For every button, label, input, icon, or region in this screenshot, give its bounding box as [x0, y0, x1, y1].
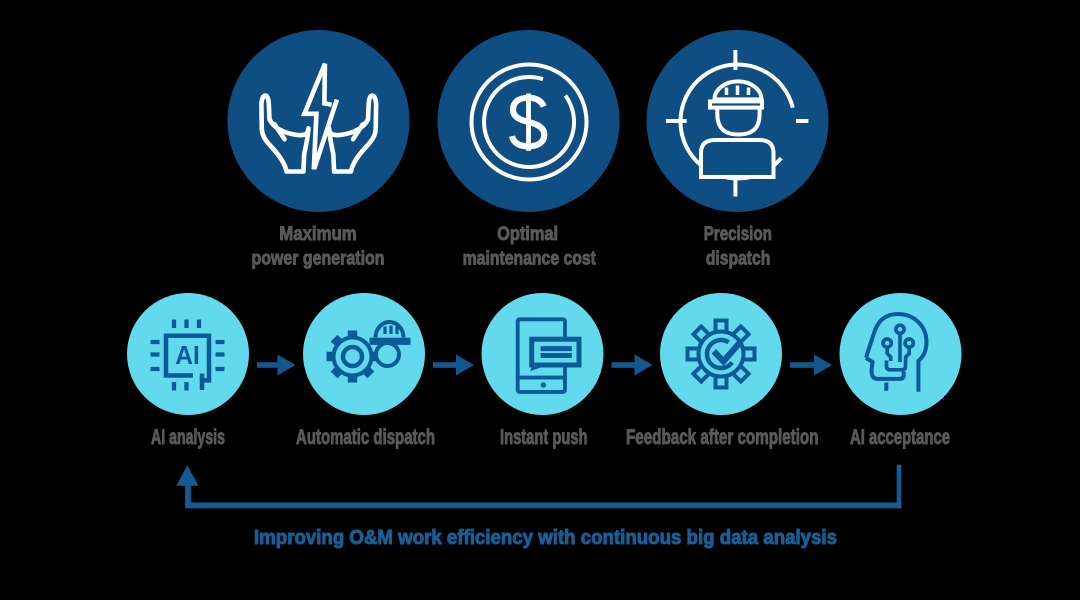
- svg-text:Improving O&M work efficiency: Improving O&M work efficiency with conti…: [254, 526, 837, 549]
- svg-text:AI analysis: AI analysis: [151, 426, 225, 449]
- svg-text:dispatch: dispatch: [706, 247, 771, 269]
- svg-text:Precision: Precision: [704, 223, 772, 245]
- svg-text:power generation: power generation: [252, 247, 385, 269]
- svg-text:Maximum: Maximum: [279, 223, 357, 245]
- svg-text:AI: AI: [175, 340, 200, 370]
- svg-text:Optimal: Optimal: [497, 223, 558, 245]
- svg-text:Automatic dispatch: Automatic dispatch: [296, 426, 435, 449]
- svg-text:Instant push: Instant push: [500, 426, 588, 449]
- svg-text:Feedback after completion: Feedback after completion: [626, 426, 819, 449]
- svg-text:AI acceptance: AI acceptance: [850, 426, 950, 449]
- svg-text:maintenance cost: maintenance cost: [463, 247, 597, 269]
